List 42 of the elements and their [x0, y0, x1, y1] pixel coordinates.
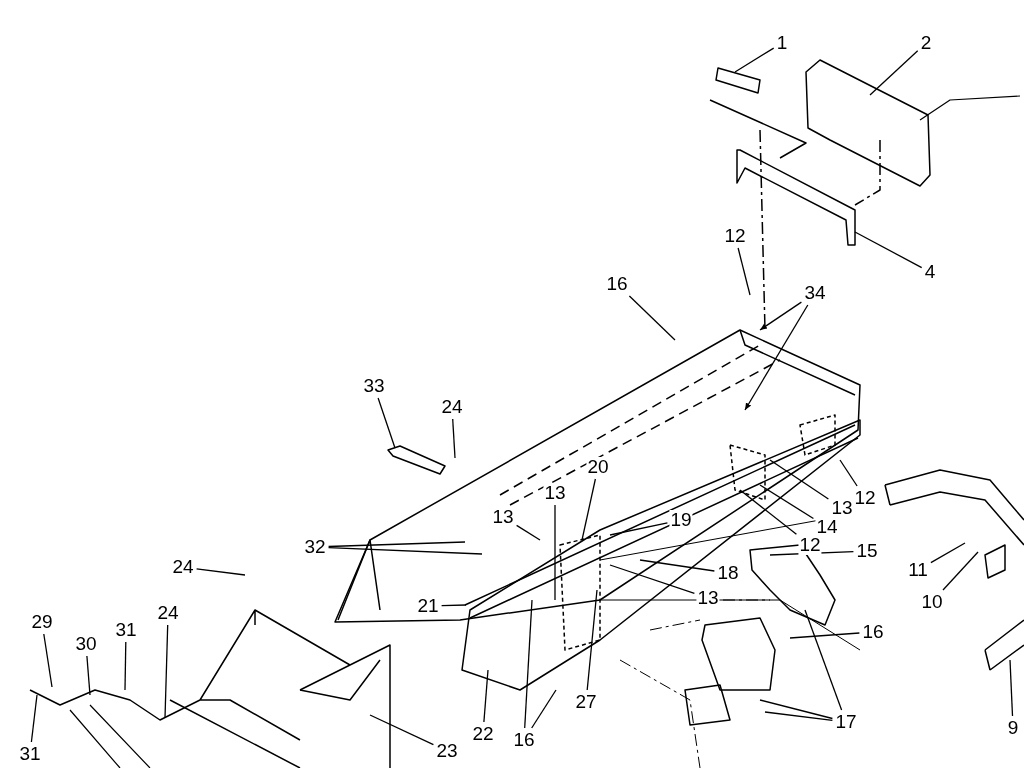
leader-line: [609, 564, 696, 595]
leader-line: [586, 589, 598, 691]
leader-line: [804, 609, 843, 711]
leader-line: [854, 231, 923, 269]
leader-line: [43, 633, 53, 688]
leader-line: [195, 568, 246, 576]
leader-line: [764, 711, 834, 721]
leader-line: [30, 694, 38, 743]
leader-line: [839, 459, 858, 487]
leader-line: [1009, 659, 1014, 717]
leader-line: [639, 559, 716, 572]
leader-line: [554, 504, 556, 601]
leader-line: [581, 478, 597, 541]
leader-line: [483, 669, 489, 723]
leader-line: [124, 641, 127, 691]
leader-line: [769, 459, 830, 500]
leader-line: [737, 247, 751, 296]
leader-line: [769, 550, 855, 556]
leader-line: [759, 484, 815, 520]
leader-line: [327, 541, 466, 548]
leader-line: [869, 50, 919, 96]
leader-line: [628, 295, 676, 341]
leader-line: [524, 599, 533, 729]
leader-line: [739, 489, 798, 535]
leader-line: [164, 624, 169, 719]
leader-line: [930, 542, 966, 564]
callout-number: 19: [669, 510, 693, 530]
callout-number: 12: [798, 535, 822, 555]
leader-line: [515, 524, 541, 541]
leader-line: [531, 689, 557, 729]
leader-line: [789, 632, 861, 639]
leader-line: [759, 699, 834, 720]
leader-line: [452, 418, 456, 459]
leader-line: [942, 551, 979, 591]
leader-line: [734, 47, 775, 73]
leader-line: [759, 301, 803, 331]
leader-line: [609, 522, 669, 536]
leader-line: [744, 304, 809, 411]
leader-line: [369, 714, 435, 746]
leader-line: [440, 604, 467, 607]
leader-line: [86, 655, 91, 696]
leader-line: [377, 397, 396, 449]
